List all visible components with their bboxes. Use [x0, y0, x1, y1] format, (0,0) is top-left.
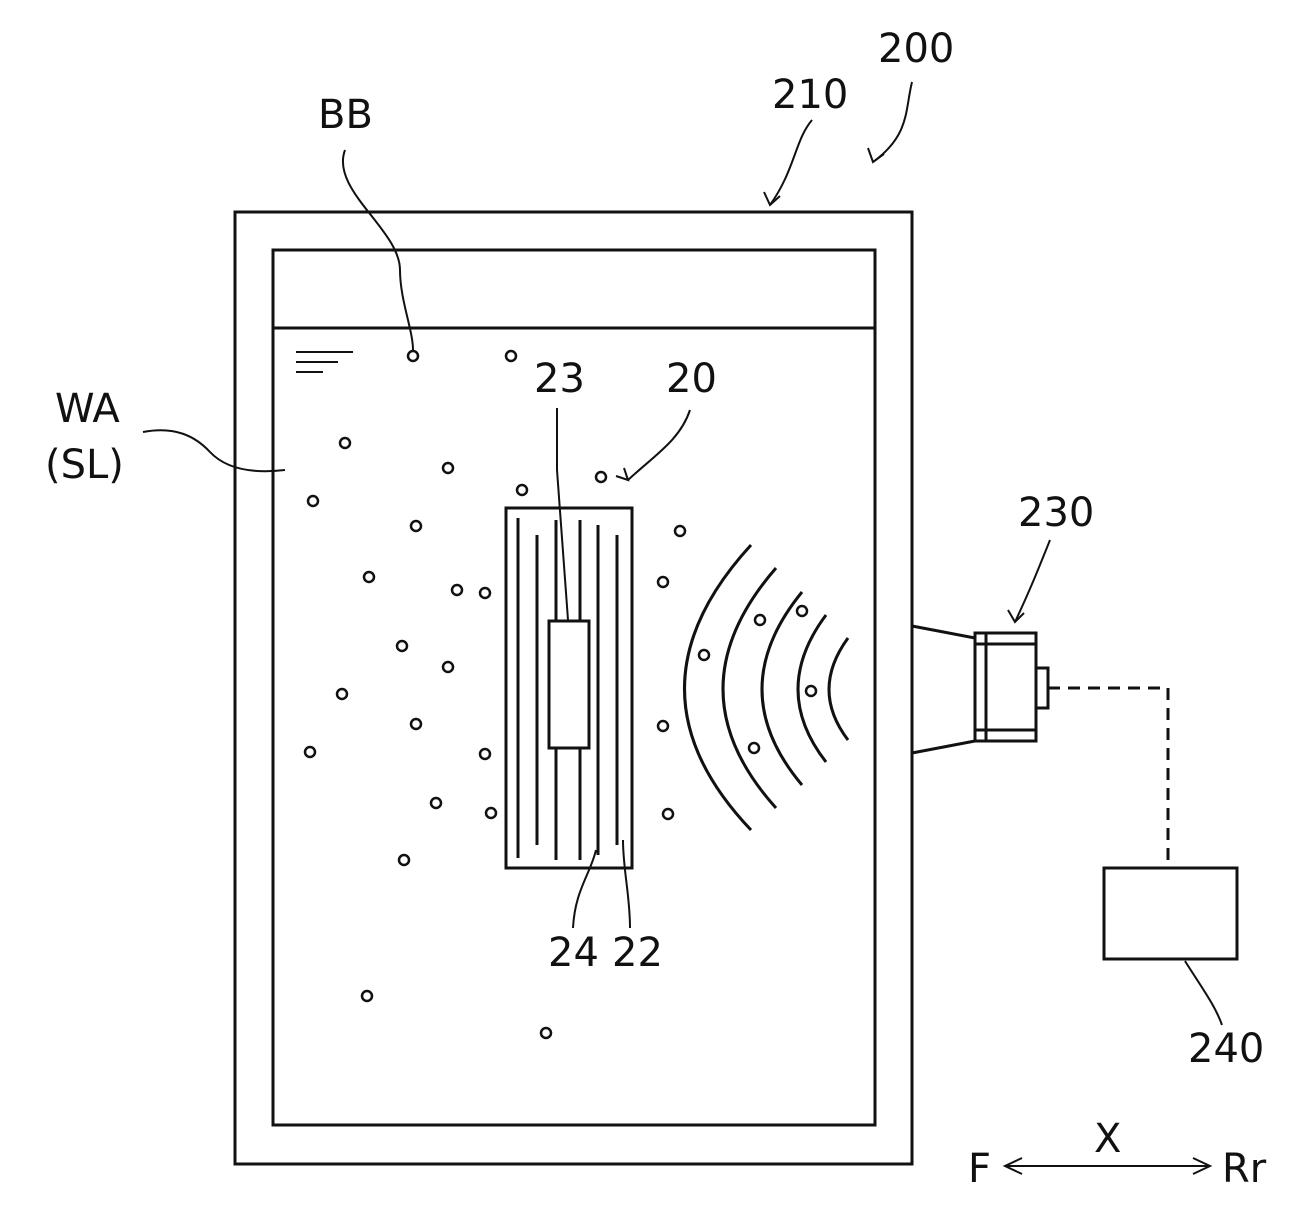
leader-23 [557, 408, 568, 620]
leader-22 [623, 840, 630, 928]
leader-210 [770, 120, 812, 205]
label-axis-x: X [1094, 1116, 1121, 1162]
label-bb: BB [318, 92, 373, 138]
label-24: 24 [548, 930, 599, 976]
workpiece-20 [506, 508, 632, 868]
label-axis-rr: Rr [1222, 1146, 1267, 1192]
leader-240 [1185, 961, 1222, 1025]
label-230: 230 [1018, 490, 1094, 536]
leader-24 [573, 850, 596, 928]
controller-240 [1104, 868, 1237, 959]
label-sl: (SL) [45, 442, 124, 488]
leader-200 [873, 82, 912, 162]
element-23 [549, 621, 589, 748]
signal-line [1048, 688, 1168, 868]
leader-wa [143, 430, 285, 471]
transducer-230 [912, 626, 1048, 753]
leader-20 [628, 410, 690, 480]
label-23: 23 [534, 356, 585, 402]
label-200: 200 [878, 26, 954, 72]
label-wa: WA [55, 386, 120, 432]
sound-waves [685, 545, 849, 830]
label-axis-f: F [968, 1146, 991, 1192]
label-22: 22 [612, 930, 663, 976]
label-240: 240 [1188, 1026, 1264, 1072]
label-20: 20 [666, 356, 717, 402]
surface-marker-icon [296, 352, 353, 372]
label-210: 210 [772, 72, 848, 118]
leader-230 [1015, 540, 1050, 622]
